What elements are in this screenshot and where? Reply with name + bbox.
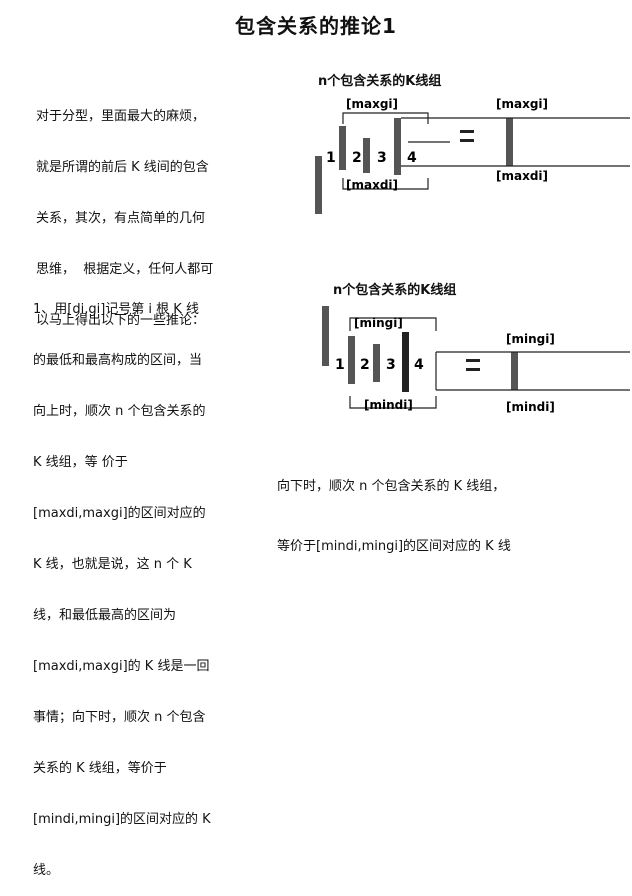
kline-number-2: 2 — [360, 357, 370, 373]
text-line: K 线组，等 价于 — [33, 455, 128, 470]
bottom-diagram-caption: n个包含关系的K线组 — [333, 283, 457, 298]
text-line: 的最低和最高构成的区间，当 — [33, 353, 203, 368]
text-line: 事情；向下时，顺次 n 个包含 — [33, 710, 206, 725]
kline-number-3: 3 — [386, 357, 396, 373]
kline-number-1: 1 — [326, 150, 336, 166]
text-line: K 线，也就是说，这 n 个 K — [33, 557, 192, 572]
kline-number-2: 2 — [352, 150, 362, 166]
kline-number-3: 3 — [377, 150, 387, 166]
kline-bar-1 — [322, 306, 329, 366]
text-line: 线。 — [33, 863, 60, 878]
kline-bar-4 — [402, 332, 409, 392]
top-diagram-caption: n个包含关系的K线组 — [318, 74, 442, 89]
text-line: 对于分型，里面最大的麻烦， — [36, 109, 206, 124]
text-line: 思维， 根据定义，任何人都可 — [36, 262, 214, 277]
down-direction-note: 向下时，顺次 n 个包含关系的 K 线组， 等价于[mindi,mingi]的区… — [277, 437, 511, 577]
equals-sign-top — [466, 359, 480, 362]
label-maxdi-right: [maxdi] — [496, 169, 548, 183]
kline-bar-1 — [315, 156, 322, 214]
text-line: 就是所谓的前后 K 线间的包含 — [36, 160, 209, 175]
label-mingi-right: [mingi] — [506, 332, 555, 346]
text-line: 向上时，顺次 n 个包含关系的 — [33, 404, 206, 419]
label-maxgi-right: [maxgi] — [496, 97, 548, 111]
kline-number-1: 1 — [335, 357, 345, 373]
equivalent-kline-bar — [511, 352, 518, 390]
kline-bar-4 — [394, 118, 401, 175]
text-line: 1、用[di,gi]记号第 i 根 K 线 — [33, 302, 199, 317]
top-containment-diagram: [maxgi] [maxgi] [maxdi] [maxdi] 1 2 3 4 — [315, 97, 630, 214]
label-maxgi-left: [maxgi] — [346, 97, 398, 111]
text-line: 线，和最低最高的区间为 — [33, 608, 177, 623]
kline-bar-2 — [339, 126, 346, 170]
text-line: 等价于[mindi,mingi]的区间对应的 K 线 — [277, 539, 511, 554]
inference-paragraph: 1、用[di,gi]记号第 i 根 K 线 的最低和最高构成的区间，当 向上时，… — [33, 267, 211, 896]
text-line: 向下时，顺次 n 个包含关系的 K 线组， — [277, 479, 506, 494]
intro-paragraph: 对于分型，里面最大的麻烦， 就是所谓的前后 K 线间的包含 关系，其次，有点简单… — [36, 74, 213, 346]
equals-sign-bottom — [460, 139, 474, 142]
kline-number-4: 4 — [414, 357, 424, 373]
text-line: [maxdi,maxgi]的 K 线是一回 — [33, 659, 210, 674]
bottom-containment-diagram: [mingi] [mingi] [mindi] [mindi] 1 2 3 4 — [322, 306, 630, 414]
kline-bar-2 — [348, 336, 355, 384]
label-maxdi-left: [maxdi] — [346, 178, 398, 192]
text-line: 关系，其次，有点简单的几何 — [36, 211, 206, 226]
mingi-bracket — [349, 317, 437, 331]
kline-bar-3 — [373, 344, 380, 382]
equivalent-kline-bar — [506, 118, 513, 166]
text-line: [mindi,mingi]的区间对应的 K — [33, 812, 211, 827]
kline-bar-3 — [363, 138, 370, 173]
maxdi-bracket — [342, 178, 429, 190]
label-mingi-left: [mingi] — [354, 316, 403, 330]
text-line: 关系的 K 线组，等价于 — [33, 761, 167, 776]
text-line: 以马上得出以下的一些推论： — [36, 313, 206, 328]
page-title: 包含关系的推论1 — [235, 14, 397, 38]
kline-number-4: 4 — [407, 150, 417, 166]
equals-sign-bottom — [466, 368, 480, 371]
text-line: [maxdi,maxgi]的区间对应的 — [33, 506, 206, 521]
equals-sign-top — [460, 130, 474, 133]
label-mindi-left: [mindi] — [364, 398, 413, 412]
mindi-bracket — [349, 396, 437, 409]
label-mindi-right: [mindi] — [506, 400, 555, 414]
